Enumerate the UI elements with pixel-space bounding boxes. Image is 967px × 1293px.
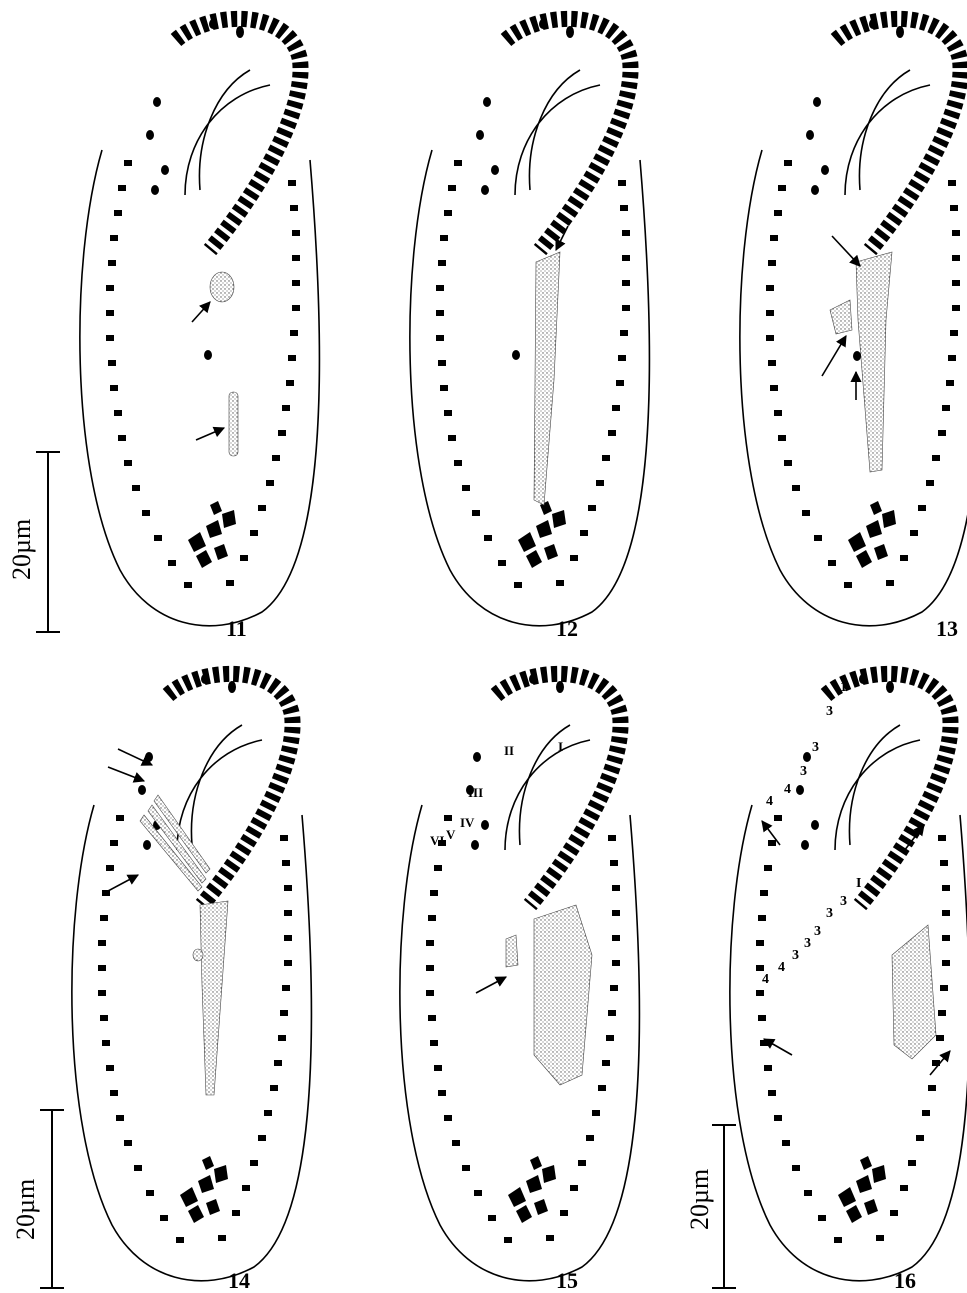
primordium-streak (229, 392, 238, 456)
arrow (832, 236, 860, 266)
arrow (192, 302, 210, 322)
svg-text:I: I (558, 739, 563, 754)
figure-number: 12 (556, 616, 578, 641)
primordium-patch (210, 272, 234, 302)
svg-text:3: 3 (792, 948, 799, 963)
primordium-streak (856, 252, 892, 472)
scale-bar: 20µm (7, 452, 60, 632)
figure-11: 11 (80, 19, 320, 641)
svg-text:4: 4 (784, 782, 791, 797)
figure-number: 14 (228, 1268, 250, 1293)
arrow (764, 1039, 792, 1055)
figure-15: I II III IV V VI 15 (400, 674, 640, 1293)
primordium-streak (534, 252, 560, 505)
svg-text:III: III (468, 785, 483, 800)
primordium-patch (892, 925, 936, 1059)
svg-text:3: 3 (800, 764, 807, 779)
svg-text:I: I (856, 876, 861, 891)
scale-label: 20µm (685, 1169, 714, 1230)
svg-text:VI: VI (430, 833, 444, 848)
figure-13: 13 (740, 19, 967, 641)
svg-text:II: II (504, 743, 514, 758)
svg-text:3: 3 (812, 740, 819, 755)
arrow (822, 336, 846, 376)
primordium-streak (200, 901, 228, 1095)
scale-label: 20µm (11, 1179, 40, 1240)
svg-text:1: 1 (840, 680, 847, 695)
svg-text:4: 4 (778, 960, 785, 975)
figure-14: 14 (72, 674, 312, 1293)
svg-text:3: 3 (826, 704, 833, 719)
scale-bar: 20µm (685, 1125, 736, 1288)
svg-text:4: 4 (766, 794, 773, 809)
svg-text:4: 4 (762, 972, 769, 987)
figure-number: 13 (936, 616, 958, 641)
svg-text:3: 3 (804, 936, 811, 951)
arrow (108, 767, 144, 781)
scale-bar: 20µm (11, 1110, 64, 1288)
svg-text:3: 3 (814, 924, 821, 939)
arrow (476, 977, 506, 993)
svg-text:IV: IV (460, 815, 475, 830)
svg-text:V: V (446, 827, 456, 842)
figure-number: 16 (894, 1268, 916, 1293)
primordium-patch (534, 905, 592, 1085)
scale-label: 20µm (7, 519, 36, 580)
svg-text:3: 3 (826, 906, 833, 921)
figure-12: 12 (410, 19, 650, 641)
figure-number: 15 (556, 1268, 578, 1293)
arrow (108, 875, 138, 891)
arrow (196, 428, 224, 440)
svg-text:3: 3 (840, 894, 847, 909)
figure-number: 11 (226, 616, 247, 641)
figure-16: 1 3 3 3 4 4 I 3 3 3 3 3 4 4 16 (730, 674, 967, 1293)
